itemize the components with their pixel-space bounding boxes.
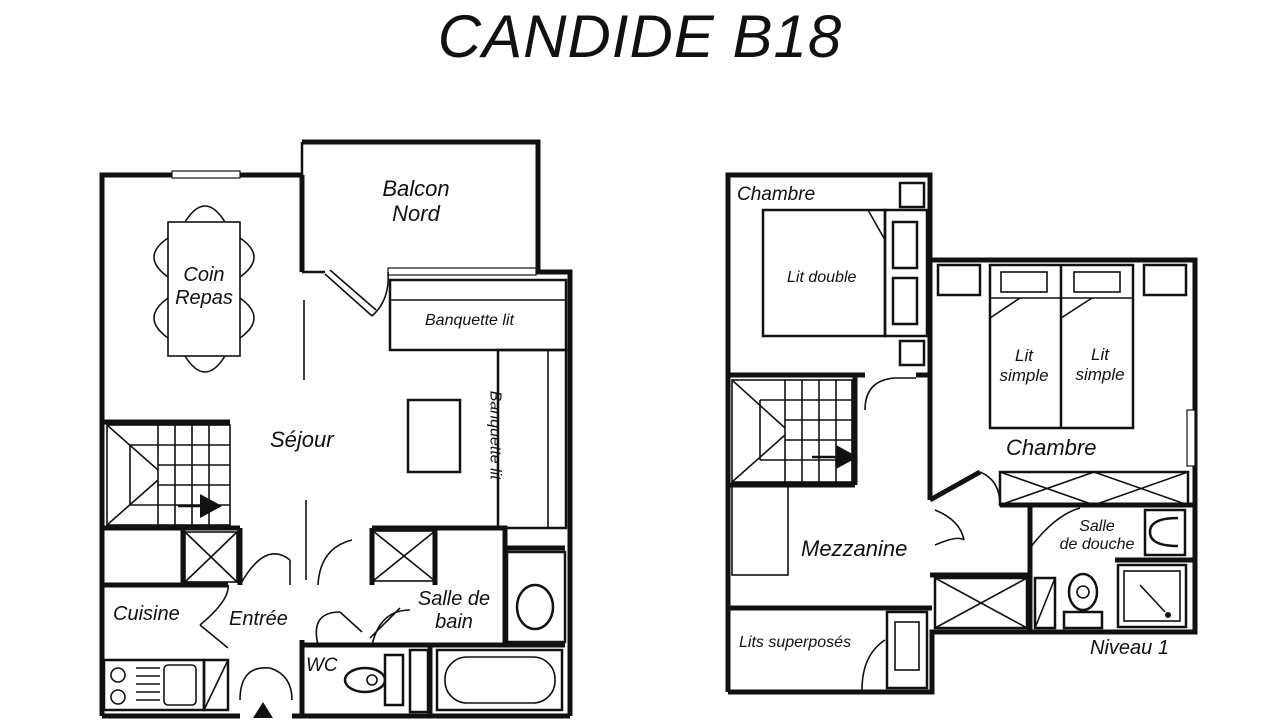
coin-repas-line-2: Repas [175,287,233,309]
plan-title: CANDIDE B18 [437,3,843,70]
balcon-line-2: Nord [392,201,440,227]
arrow-icon-upper [812,445,858,469]
closet-crosses [184,528,438,585]
salle-de-douche-line-1: Salle [1079,518,1115,535]
room-label-banquette-lit-1: Banquette lit [425,312,514,329]
room-label-entree: Entrée [229,608,288,630]
salle-de-douche-line-2: de douche [1059,536,1135,554]
banquette-lit-horizontal [388,278,568,352]
stove-icon [102,658,206,712]
salle-de-bain-line-1: Salle de [417,588,491,610]
room-label-salle-de-douche: Salle de douche [1042,518,1152,555]
balcon-line-1: Balcon [382,176,450,201]
room-label-lit-simple-2: Lit simple [1074,345,1126,384]
toilet-icon [343,648,430,714]
room-label-wc: WC [306,655,338,676]
ground-floor-walls [99,139,573,719]
stairs-icon-upper [731,379,853,483]
closet-mezzanine [933,576,1029,630]
level-label: Niveau 1 [1090,637,1169,659]
room-label-lit-double: Lit double [787,269,857,286]
lit-simple-2-line-1: Lit [1091,345,1109,364]
bathtub-icon [435,648,564,712]
table-icon [167,221,241,357]
arrow-icon [178,494,222,518]
coin-repas-line-1: Coin [183,264,225,286]
sink-icon-upper [1143,508,1187,557]
lit-simple-1-line-1: Lit [1015,346,1033,365]
chair-icon [153,205,255,373]
banquette-lit-vertical [496,348,568,530]
room-label-lit-simple-1: Lit simple [998,346,1050,385]
room-label-banquette-lit-2: Banquette lit [486,390,504,480]
sink-icon [505,550,567,644]
room-label-lits-superposes: Lits superposés [739,634,852,651]
fridge [202,658,230,712]
toilet-icon-upper [1033,572,1104,630]
twin-beds [988,263,1135,430]
room-label-chambre-1: Chambre [737,184,816,205]
room-label-salle-de-bain: Salle de bain [400,588,508,634]
room-label-chambre-2: Chambre [1006,435,1097,460]
shower-icon [1116,563,1188,629]
room-label-coin-repas: Coin Repas [168,264,240,310]
lit-simple-2-line-2: simple [1075,364,1125,384]
room-label-sejour: Séjour [270,427,334,452]
stairs-icon [106,424,231,526]
room-label-cuisine: Cuisine [113,603,180,625]
bed-icon [761,208,929,338]
lit-simple-1-line-2: simple [999,365,1049,385]
room-label-mezzanine: Mezzanine [801,536,908,561]
salle-de-bain-line-2: bain [435,611,473,633]
bunk-bed [885,610,929,690]
room-label-balcon: Balcon Nord [366,176,466,227]
closet-chambre2 [998,470,1190,507]
